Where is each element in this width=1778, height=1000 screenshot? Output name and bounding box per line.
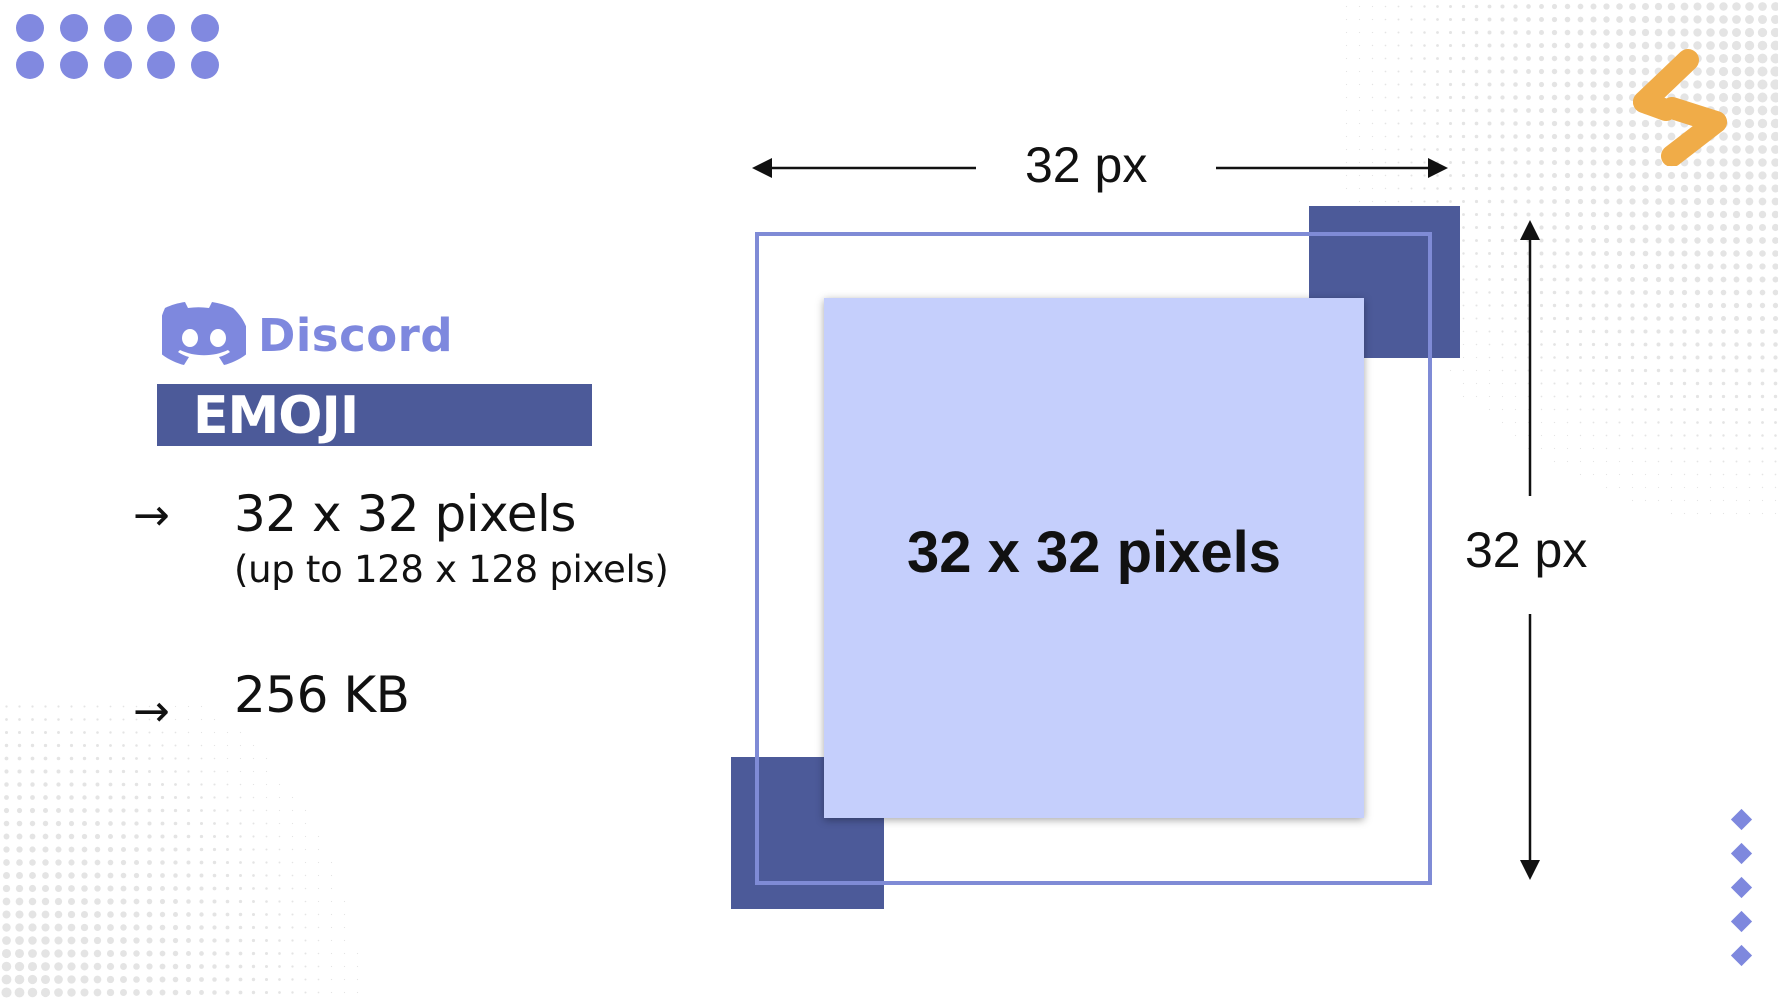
emoji-banner-label: EMOJI xyxy=(193,386,359,446)
decorative-diamonds xyxy=(1730,808,1754,978)
width-dimension-label: 32 px xyxy=(1025,137,1148,193)
width-dimension-arrow xyxy=(752,158,1448,178)
height-dimension-label: 32 px xyxy=(1465,522,1588,578)
discord-logo-icon xyxy=(162,302,246,365)
halftone-pattern-bottom-left xyxy=(1,705,359,998)
spec-dimensions-max: (up to 128 x 128 pixels) xyxy=(234,548,669,591)
height-dimension-arrow xyxy=(1520,220,1540,880)
spec-arrow-icon: → xyxy=(133,686,170,737)
discord-wordmark: Discord xyxy=(258,309,454,362)
emoji-size-label: 32 x 32 pixels xyxy=(906,520,1282,585)
spec-arrow-icon: → xyxy=(133,490,170,541)
decorative-dot-grid xyxy=(16,14,246,84)
spec-file-size: 256 KB xyxy=(234,666,410,724)
orange-stripes-logo-icon xyxy=(1633,49,1727,166)
emoji-banner: EMOJI xyxy=(157,384,592,446)
size-frame xyxy=(755,232,1432,885)
spec-dimensions: 32 x 32 pixels xyxy=(234,485,576,543)
emoji-size-square: 32 x 32 pixels xyxy=(824,298,1364,818)
